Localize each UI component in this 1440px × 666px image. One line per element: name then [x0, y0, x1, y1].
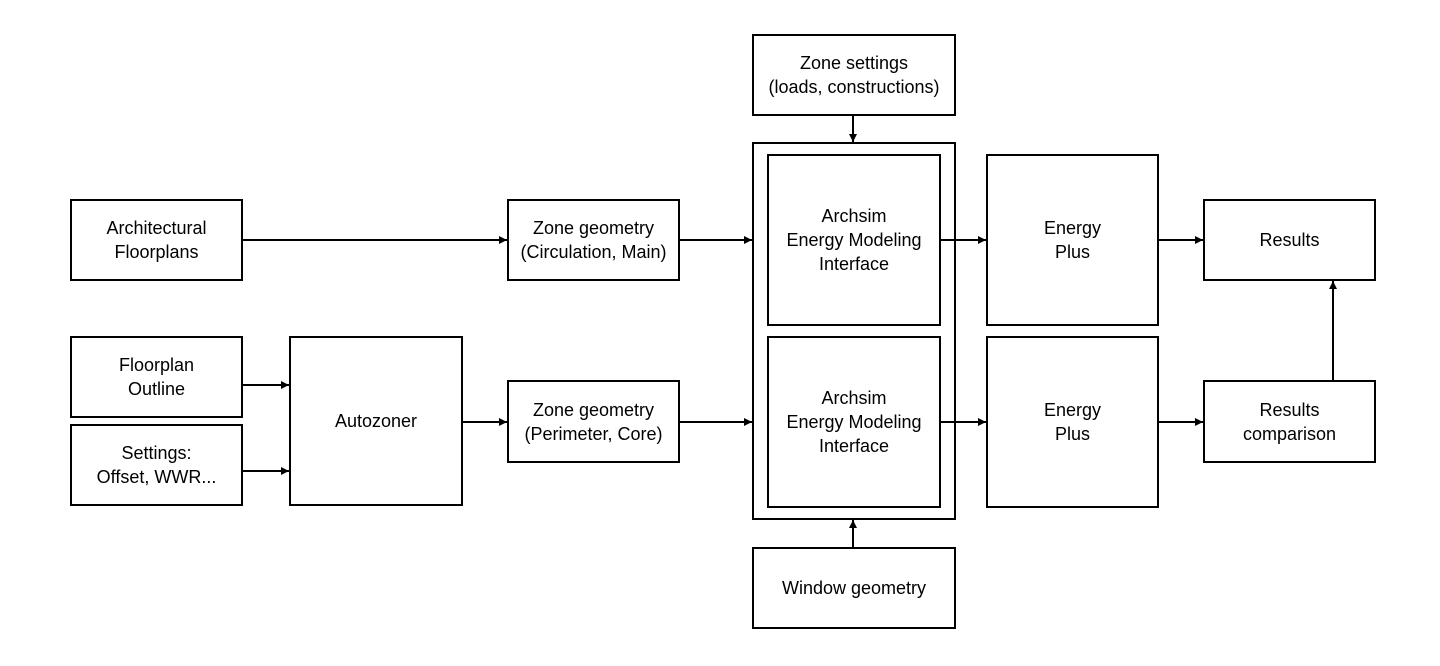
node-floorplan-outline: Floorplan Outline	[70, 336, 243, 418]
node-energyplus-top: Energy Plus	[986, 154, 1159, 326]
node-energyplus-bottom: Energy Plus	[986, 336, 1159, 508]
node-archsim-bottom: Archsim Energy Modeling Interface	[767, 336, 941, 508]
node-results-comparison: Results comparison	[1203, 380, 1376, 463]
node-settings: Settings: Offset, WWR...	[70, 424, 243, 506]
node-window-geometry: Window geometry	[752, 547, 956, 629]
archsim-container	[752, 142, 956, 520]
node-architectural-floorplans: Architectural Floorplans	[70, 199, 243, 281]
node-zone-geometry-main: Zone geometry (Circulation, Main)	[507, 199, 680, 281]
node-zone-geometry-core: Zone geometry (Perimeter, Core)	[507, 380, 680, 463]
node-results: Results	[1203, 199, 1376, 281]
node-zone-settings: Zone settings (loads, constructions)	[752, 34, 956, 116]
node-archsim-top: Archsim Energy Modeling Interface	[767, 154, 941, 326]
node-autozoner: Autozoner	[289, 336, 463, 506]
